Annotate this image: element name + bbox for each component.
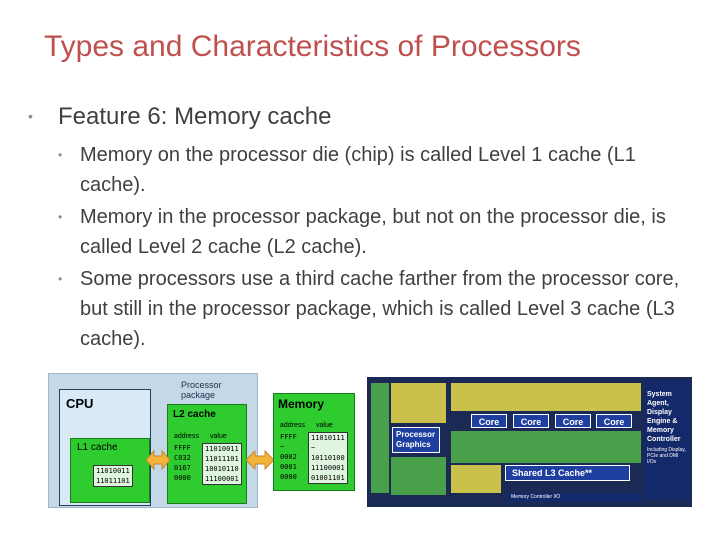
l2-address: 0167 bbox=[174, 464, 191, 472]
l3-cache-label: Shared L3 Cache** bbox=[505, 465, 630, 481]
die-region bbox=[451, 431, 641, 463]
l2-address-header: address bbox=[174, 433, 199, 440]
cpu-l2-arrow-icon bbox=[146, 449, 170, 471]
memory-label: Memory bbox=[278, 397, 325, 411]
feature-text: Feature 6: Memory cache bbox=[58, 103, 332, 130]
cpu-label: CPU bbox=[66, 396, 94, 411]
core-label: Core bbox=[471, 414, 507, 428]
cache-diagram: Processor package CPU L1 cache 11010011 … bbox=[48, 373, 357, 508]
package-memory-arrow-icon bbox=[246, 449, 274, 471]
l2-value-header: value bbox=[210, 433, 227, 440]
l2-address: C032 bbox=[174, 454, 191, 462]
l1-label: L1 cache bbox=[77, 442, 118, 453]
memory-value: ~ bbox=[311, 444, 316, 452]
l2-addresses: FFFF C032 0167 0000 bbox=[174, 443, 191, 483]
memory-controller-label: Memory Controller I/O bbox=[507, 493, 641, 502]
bullet-icon: • bbox=[58, 210, 63, 224]
l1-cache-box: L1 cache 11010011 11011101 bbox=[70, 438, 150, 503]
bullet-item: • Memory on the processor die (chip) is … bbox=[58, 140, 698, 200]
l2-address: FFFF bbox=[174, 444, 191, 452]
memory-address: 0002 bbox=[280, 453, 297, 461]
system-agent-label: System Agent, Display Engine & Memory Co… bbox=[644, 380, 690, 500]
l2-address: 0000 bbox=[174, 474, 191, 482]
core-label: Core bbox=[513, 414, 549, 428]
memory-address: 0000 bbox=[280, 473, 297, 481]
die-region bbox=[391, 383, 446, 423]
memory-address: ~ bbox=[280, 443, 285, 451]
bullet-text: Some processors use a third cache farthe… bbox=[80, 268, 680, 350]
memory-values: 11010111 ~ 10110100 11100001 01001101 bbox=[308, 432, 348, 484]
l2-value: 11010011 bbox=[205, 445, 239, 453]
feature-heading: • Feature 6: Memory cache bbox=[28, 103, 331, 131]
memory-value: 01001101 bbox=[311, 474, 345, 482]
l2-value: 11100001 bbox=[205, 475, 239, 483]
system-agent-note: Including Display, PCIe and DMI I/Os bbox=[647, 447, 686, 465]
memory-address-header: address bbox=[280, 422, 305, 429]
bullet-text: Memory on the processor die (chip) is ca… bbox=[80, 144, 636, 196]
package-label: Processor package bbox=[181, 380, 222, 400]
memory-addresses: FFFF ~ 0002 0001 0000 bbox=[280, 432, 297, 482]
memory-value: 11100001 bbox=[311, 464, 345, 472]
memory-address: FFFF bbox=[280, 433, 297, 441]
memory-box: Memory address value FFFF ~ 0002 0001 00… bbox=[273, 393, 355, 491]
core-label: Core bbox=[596, 414, 632, 428]
processor-graphics-label: Processor Graphics bbox=[392, 427, 440, 453]
slide-title: Types and Characteristics of Processors bbox=[44, 30, 581, 63]
memory-value: 11010111 bbox=[311, 434, 345, 442]
l2-value: 10010110 bbox=[205, 465, 239, 473]
l1-values: 11010011 11011101 bbox=[93, 465, 133, 487]
bullet-item: • Some processors use a third cache fart… bbox=[58, 264, 698, 354]
memory-address: 0001 bbox=[280, 463, 297, 471]
l1-value: 11011101 bbox=[96, 477, 130, 485]
bullet-item: • Memory in the processor package, but n… bbox=[58, 202, 698, 262]
die-region bbox=[451, 465, 501, 493]
system-agent-text: System Agent, Display Engine & Memory Co… bbox=[647, 391, 681, 443]
memory-value: 10110100 bbox=[311, 454, 345, 462]
l2-label: L2 cache bbox=[173, 409, 216, 420]
bullet-icon: • bbox=[28, 107, 33, 124]
bullet-icon: • bbox=[58, 148, 63, 162]
l2-value: 11011101 bbox=[205, 455, 239, 463]
die-region bbox=[451, 383, 641, 411]
l2-values: 11010011 11011101 10010110 11100001 bbox=[202, 443, 242, 485]
bullet-text: Memory in the processor package, but not… bbox=[80, 206, 666, 258]
die-region bbox=[391, 457, 446, 495]
memory-value-header: value bbox=[316, 422, 333, 429]
processor-die-image: Processor Graphics Core Core Core Core S… bbox=[367, 377, 692, 507]
l1-value: 11010011 bbox=[96, 467, 130, 475]
processor-package: Processor package CPU L1 cache 11010011 … bbox=[48, 373, 258, 508]
core-label: Core bbox=[555, 414, 591, 428]
bullet-icon: • bbox=[58, 272, 63, 286]
cpu-box: CPU L1 cache 11010011 11011101 bbox=[59, 389, 151, 506]
die-region bbox=[371, 383, 389, 493]
l2-cache-box: L2 cache address value FFFF C032 0167 00… bbox=[167, 404, 247, 504]
